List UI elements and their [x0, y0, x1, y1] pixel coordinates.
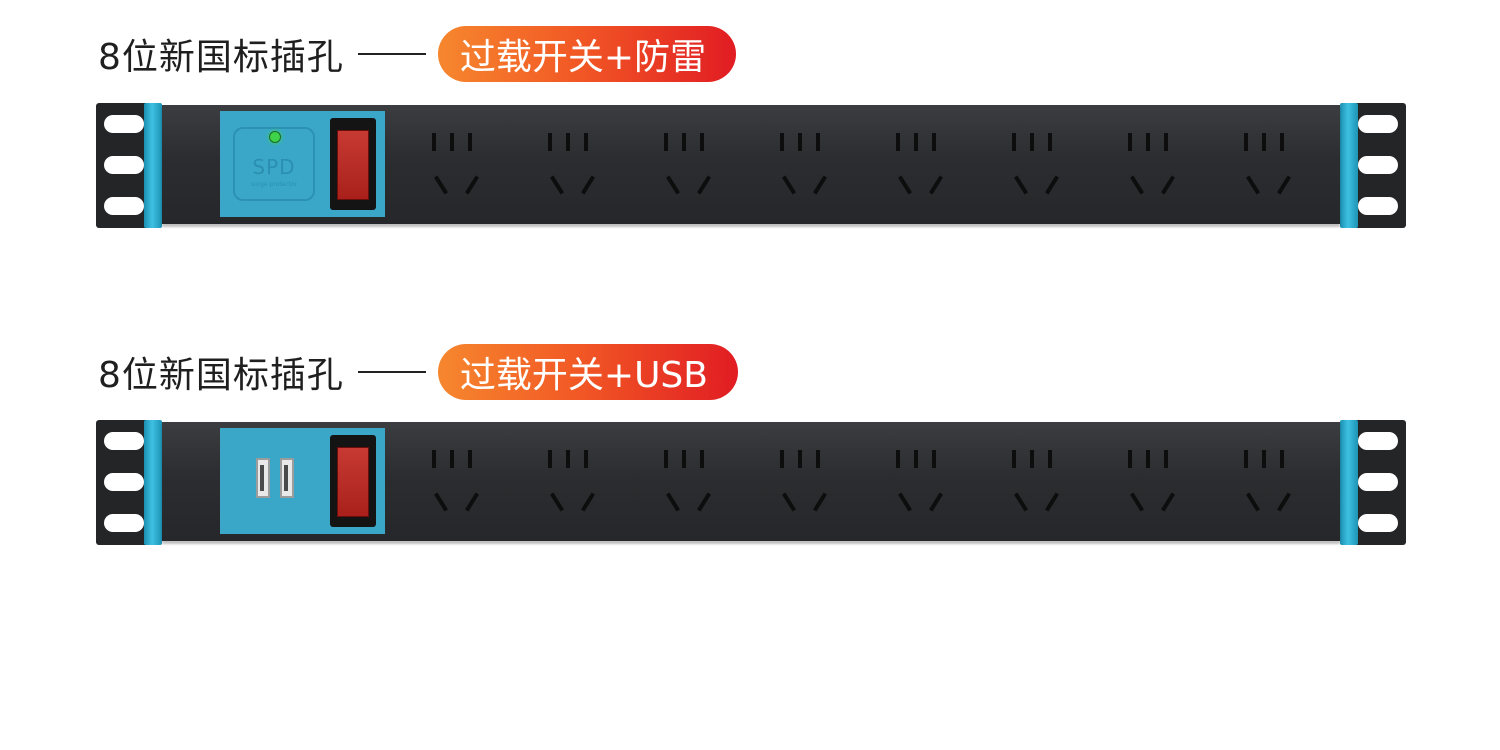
spd-led-icon [269, 131, 281, 143]
spd-sublabel: surge protector [250, 181, 298, 188]
outlet-icon [422, 450, 492, 520]
power-strip-usb [96, 420, 1406, 545]
outlet-icon [1002, 450, 1072, 520]
product-title-2: 8位新国标插孔 [98, 355, 344, 396]
outlet-icon [538, 133, 608, 203]
outlet-icon [1118, 450, 1188, 520]
outlet-icon [654, 450, 724, 520]
strip-body: SPD surge protector [162, 105, 1340, 224]
end-cap-left [144, 103, 162, 228]
product-caption-2: 8位新国标插孔 过载开关+USB [98, 344, 738, 400]
outlet-icon [422, 133, 492, 203]
end-cap-right [1340, 420, 1358, 545]
feature-badge-2: 过载开关+USB [437, 344, 738, 400]
outlet-icon [770, 133, 840, 203]
spd-label: SPD [252, 155, 296, 179]
outlet-icon [538, 450, 608, 520]
caption-dash [357, 371, 426, 373]
outlet-icon [1234, 450, 1304, 520]
feature-badge-1: 过载开关+防雷 [437, 26, 737, 82]
outlet-icon [770, 450, 840, 520]
product-title-1: 8位新国标插孔 [98, 37, 344, 78]
outlet-icon [1234, 133, 1304, 203]
control-panel: SPD surge protector [220, 111, 385, 217]
outlet-icon [886, 133, 956, 203]
end-cap-left [144, 420, 162, 545]
spd-module: SPD surge protector [233, 127, 315, 201]
strip-body [162, 422, 1340, 541]
outlet-icon [1002, 133, 1072, 203]
outlet-icon [886, 450, 956, 520]
rocker-switch-icon [337, 130, 369, 200]
overload-switch[interactable] [330, 435, 376, 527]
power-strip-spd: SPD surge protector [96, 103, 1406, 228]
product-caption-1: 8位新国标插孔 过载开关+防雷 [98, 26, 737, 82]
overload-switch[interactable] [330, 118, 376, 210]
caption-dash [357, 53, 426, 55]
usb-port-icon[interactable] [280, 458, 294, 498]
end-cap-right [1340, 103, 1358, 228]
usb-port-icon[interactable] [256, 458, 270, 498]
outlet-icon [1118, 133, 1188, 203]
control-panel [220, 428, 385, 534]
rocker-switch-icon [337, 447, 369, 517]
outlet-icon [654, 133, 724, 203]
